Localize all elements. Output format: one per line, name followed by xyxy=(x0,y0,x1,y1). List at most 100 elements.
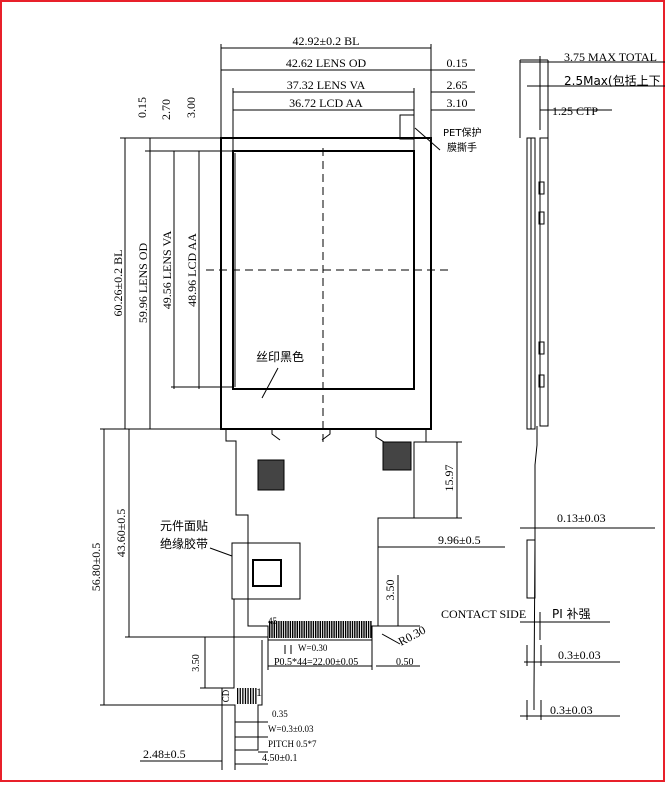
right-gap-2-label: 2.65 xyxy=(447,78,468,92)
pi-stiffener-label: PI 补强 xyxy=(552,607,591,621)
contact-pin xyxy=(342,621,344,638)
contact-pin xyxy=(367,621,370,638)
fpc-thick-label: 0.13±0.03 xyxy=(557,511,606,525)
top-gap-2-label: 2.70 xyxy=(159,99,173,120)
pitch-main-label: P0.5*44=22.00±0.05 xyxy=(274,657,358,668)
contact-pin xyxy=(331,621,333,638)
contact-pin xyxy=(317,621,319,638)
contact-pin xyxy=(278,621,280,638)
contact-pin xyxy=(335,621,338,638)
contact-pin xyxy=(298,621,301,638)
contact-pin xyxy=(275,621,278,638)
small-gap-label: 3.50 xyxy=(191,654,202,672)
bl-height-label: 60.26±0.2 BL xyxy=(111,250,125,317)
small-contact-pin xyxy=(237,688,239,704)
lens-va-height-label: 49.56 LENS VA xyxy=(160,230,174,309)
module-outline xyxy=(206,114,452,445)
pad-width-label: W=0.30 xyxy=(298,643,328,653)
small-contact-pin xyxy=(250,688,252,704)
contact-pin xyxy=(333,621,335,638)
contact-pin xyxy=(282,621,285,638)
contact-pin xyxy=(321,621,324,638)
top-gap-3-label: 3.00 xyxy=(184,97,198,118)
fpc-tail xyxy=(221,429,427,751)
small-contact-pin xyxy=(244,688,247,704)
right-gap-1-label: 0.15 xyxy=(447,56,468,70)
max-total-label: 3.75 MAX TOTAL xyxy=(564,50,657,64)
pin-45-label: 45 xyxy=(268,616,278,626)
lcd-aa-height-label: 48.96 LCD AA xyxy=(185,233,199,307)
contact-pin xyxy=(287,621,289,638)
contact-pin xyxy=(269,621,271,638)
contact-pin xyxy=(356,621,358,638)
contact-pin xyxy=(280,621,282,638)
component-note-line1: 元件面贴 xyxy=(160,519,208,533)
end-gap-label: 0.50 xyxy=(396,657,414,668)
contact-pin xyxy=(347,621,349,638)
stiff-thick-1-label: 0.3±0.03 xyxy=(558,648,601,662)
tab-width-label: 4.50±0.1 xyxy=(262,753,298,764)
contact-pin xyxy=(351,621,354,638)
contact-gap-label: 3.50 xyxy=(383,580,397,601)
contact-pin xyxy=(326,621,328,638)
bl-width-label: 42.92±0.2 BL xyxy=(293,34,360,48)
silkscreen-note: 丝印黑色 xyxy=(256,350,304,364)
small-contact-pin xyxy=(252,688,254,704)
contact-pin xyxy=(349,621,351,638)
contact-pin xyxy=(324,621,326,638)
contact-pin xyxy=(303,621,305,638)
contact-pin xyxy=(358,621,361,638)
pitch-small-label: PITCH 0.5*7 xyxy=(268,739,317,749)
contact-pin xyxy=(312,621,315,638)
contact-pin xyxy=(344,621,347,638)
top-dimensions xyxy=(220,44,475,151)
contact-pin xyxy=(271,621,273,638)
bottom-offset-label: 2.48±0.5 xyxy=(143,747,186,761)
tail-mark-label: CD xyxy=(221,689,231,702)
fpc-height-label: 43.60±0.5 xyxy=(114,509,128,558)
lens-od-width-label: 42.62 LENS OD xyxy=(286,56,367,70)
contact-pin xyxy=(273,621,275,638)
tab-offset-label: 9.96±0.5 xyxy=(438,533,481,547)
lens-od-height-label: 59.96 LENS OD xyxy=(136,243,150,324)
contact-pin xyxy=(315,621,317,638)
small-contact-pin xyxy=(255,688,257,704)
contact-pin xyxy=(294,621,296,638)
contact-pin xyxy=(289,621,292,638)
small-035-label: 0.35 xyxy=(272,709,288,719)
side-view xyxy=(519,56,665,720)
contact-pin xyxy=(319,621,321,638)
small-contact-pin xyxy=(242,688,244,704)
contact-pin xyxy=(285,621,287,638)
contact-pin xyxy=(370,621,372,638)
left-dimensions xyxy=(100,137,268,770)
fpc-small-pins xyxy=(237,688,257,704)
total-height-label: 56.80±0.5 xyxy=(89,543,103,592)
w-small-label: W=0.3±0.03 xyxy=(268,724,314,734)
fpc-dimensions xyxy=(235,441,505,765)
pin-1-label: 1 xyxy=(256,685,262,699)
top-gap-1-label: 0.15 xyxy=(135,97,149,118)
tab-height-label: 15.97 xyxy=(442,465,456,492)
contact-pin xyxy=(361,621,363,638)
fpc-contact-pins xyxy=(269,621,372,638)
max-incl-label: 2.5Max(包括上下 xyxy=(564,73,661,88)
radius-label: R0.30 xyxy=(396,623,428,649)
contact-pin xyxy=(308,621,310,638)
contact-pin xyxy=(305,621,308,638)
contact-pin xyxy=(363,621,365,638)
contact-pin xyxy=(310,621,312,638)
contact-pin xyxy=(338,621,340,638)
contact-pin xyxy=(365,621,367,638)
right-gap-3-label: 3.10 xyxy=(447,96,468,110)
stiff-thick-2-label: 0.3±0.03 xyxy=(550,703,593,717)
pet-note-line2: 膜撕手 xyxy=(447,141,477,154)
lens-va-width-label: 37.32 LENS VA xyxy=(287,78,366,92)
contact-pin xyxy=(301,621,303,638)
component-note-line2: 绝缘胶带 xyxy=(160,536,208,551)
contact-side-label: CONTACT SIDE xyxy=(441,607,526,621)
small-contact-pin xyxy=(239,688,241,704)
